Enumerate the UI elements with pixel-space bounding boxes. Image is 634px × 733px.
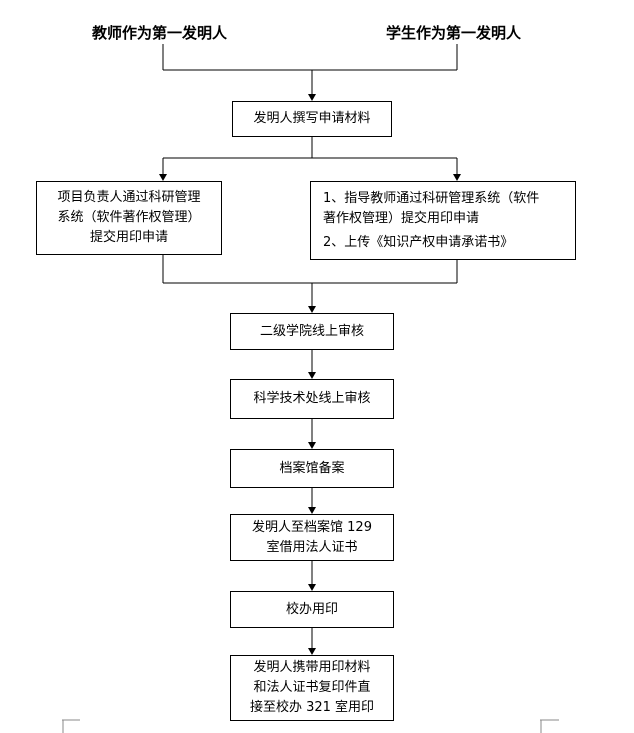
leader-line-2: 系统（软件著作权管理） [57,210,201,225]
advisor-line-2: 著作权管理）提交用印申请 [323,210,480,226]
step-project-leader-submit: 项目负责人通过科研管理 系统（软件著作权管理） 提交用印申请 [36,181,222,255]
step-sci-tech-review: 科学技术处线上审核 [230,379,394,419]
page-corner-mark-right [540,719,559,733]
student-first-inventor-label: 学生作为第一发明人 [386,24,522,42]
step-college-review: 二级学院线上审核 [230,313,394,350]
final-line-2: 和法人证书复印件直 [253,680,371,695]
page-corner-mark-left [62,719,80,733]
final-line-3: 接至校办 321 室用印 [249,700,375,715]
step-write-text: 发明人撰写申请材料 [253,111,371,126]
advisor-line-1: 1、指导教师通过科研管理系统（软件 [323,190,540,206]
step-final-seal: 发明人携带用印材料 和法人证书复印件直 接至校办 321 室用印 [230,655,394,721]
sci-text: 科学技术处线上审核 [253,391,371,406]
step-write-application: 发明人撰写申请材料 [232,101,392,137]
final-line-1: 发明人携带用印材料 [253,660,371,675]
college-text: 二级学院线上审核 [259,323,364,339]
borrow-line-1: 发明人至档案馆 129 [252,519,372,535]
leader-line-3: 提交用印申请 [89,230,168,245]
advisor-line-3: 2、上传《知识产权申请承诺书》 [323,234,514,250]
teacher-first-inventor-label: 教师作为第一发明人 [92,24,228,42]
archive-text: 档案馆备案 [279,460,345,476]
leader-line-1: 项目负责人通过科研管理 [57,190,201,205]
step-borrow-certificate: 发明人至档案馆 129 室借用法人证书 [230,514,394,561]
step-school-office-seal: 校办用印 [230,591,394,628]
step-archive-record: 档案馆备案 [230,449,394,488]
borrow-line-2: 室借用法人证书 [266,539,358,555]
office-text: 校办用印 [285,601,338,617]
step-advisor-submit: 1、指导教师通过科研管理系统（软件 著作权管理）提交用印申请 2、上传《知识产权… [310,181,576,260]
